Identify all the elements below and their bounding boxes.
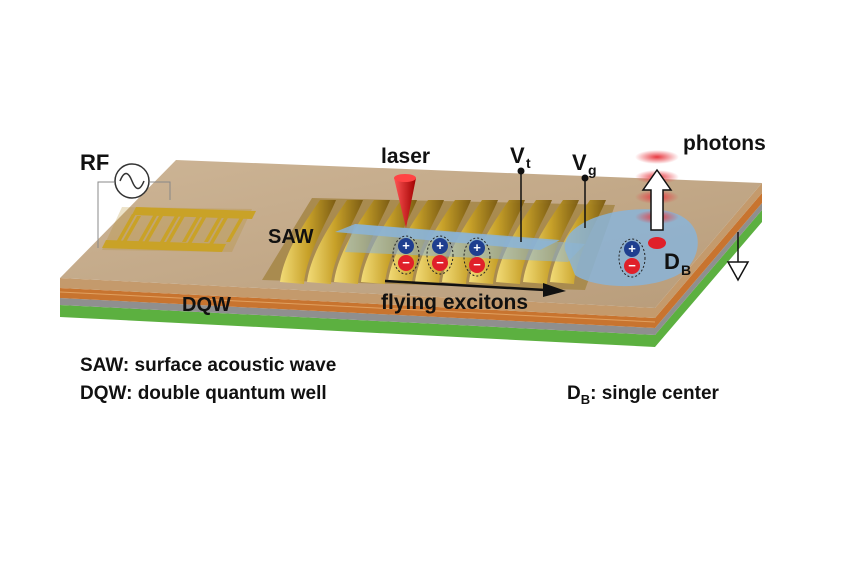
- idt-finger: [226, 214, 246, 242]
- interdigital-transducer: [102, 207, 256, 252]
- idt-finger: [204, 214, 224, 242]
- hole-icon: [624, 241, 640, 257]
- electron-icon: [469, 257, 485, 273]
- hole-sign: +: [473, 240, 481, 255]
- hole-icon: [398, 238, 414, 254]
- dqw-label: DQW: [182, 294, 231, 316]
- electron-sign: −: [436, 255, 444, 270]
- legend-db-key: D: [567, 383, 581, 404]
- electron-icon: [624, 258, 640, 274]
- rf-circuit: [97, 163, 171, 248]
- idt-finger: [121, 216, 141, 244]
- svg-text:V: V: [572, 150, 587, 175]
- svg-text:B: B: [681, 262, 691, 278]
- electron-sign: −: [402, 255, 410, 270]
- exciton: +−: [463, 237, 491, 277]
- idt-finger: [160, 214, 180, 242]
- hole-sign: +: [436, 238, 444, 253]
- photons-label: photons: [683, 132, 766, 155]
- vt-label: V t: [510, 143, 531, 171]
- idt-finger: [116, 214, 136, 242]
- excitons: +−+−+−+−: [392, 235, 646, 278]
- idt-finger: [209, 216, 229, 244]
- hole-sign: +: [402, 238, 410, 253]
- rf-label: RF: [80, 150, 109, 175]
- svg-text:g: g: [588, 162, 597, 178]
- db-label: D B: [664, 249, 691, 278]
- electron-sign: −: [473, 257, 481, 272]
- legend-db: DB: single center: [567, 383, 719, 407]
- up-arrow-icon: [641, 168, 673, 231]
- idt-finger: [187, 216, 207, 244]
- hole-sign: +: [628, 241, 636, 256]
- idt-finger: [138, 214, 158, 242]
- exciton: +−: [426, 235, 454, 275]
- wave-crest: [280, 200, 336, 284]
- idt-finger: [182, 214, 202, 242]
- svg-text:t: t: [526, 155, 531, 171]
- idt-finger: [143, 216, 163, 244]
- svg-text:V: V: [510, 143, 525, 168]
- exciton: +−: [392, 235, 420, 275]
- flying-excitons-arrow: [384, 279, 566, 297]
- legend-saw: SAW: surface acoustic wave: [80, 355, 337, 376]
- idt-bus-bottom: [102, 240, 226, 252]
- exciton: +−: [618, 238, 646, 278]
- rf-source-icon: [114, 163, 150, 199]
- legend-dqw: DQW: double quantum well: [80, 383, 327, 404]
- hole-icon: [432, 238, 448, 254]
- wave-crest: [307, 200, 363, 284]
- photon-emission: [635, 150, 679, 249]
- electron-icon: [432, 255, 448, 271]
- saw-label: SAW: [268, 226, 314, 248]
- voltage-leads: [517, 167, 589, 242]
- electron-sign: −: [628, 258, 636, 273]
- idt-finger: [165, 216, 185, 244]
- hole-icon: [469, 240, 485, 256]
- legend-db-sub: B: [580, 391, 591, 407]
- legend-db-text: : single center: [590, 383, 719, 404]
- laser-beam: [394, 174, 416, 228]
- laser-label: laser: [381, 145, 430, 168]
- vg-label: V g: [572, 150, 597, 178]
- svg-text:D: D: [664, 249, 680, 274]
- flying-excitons-label: flying excitons: [381, 291, 528, 314]
- ground-symbol-icon: [726, 232, 750, 282]
- electron-icon: [398, 255, 414, 271]
